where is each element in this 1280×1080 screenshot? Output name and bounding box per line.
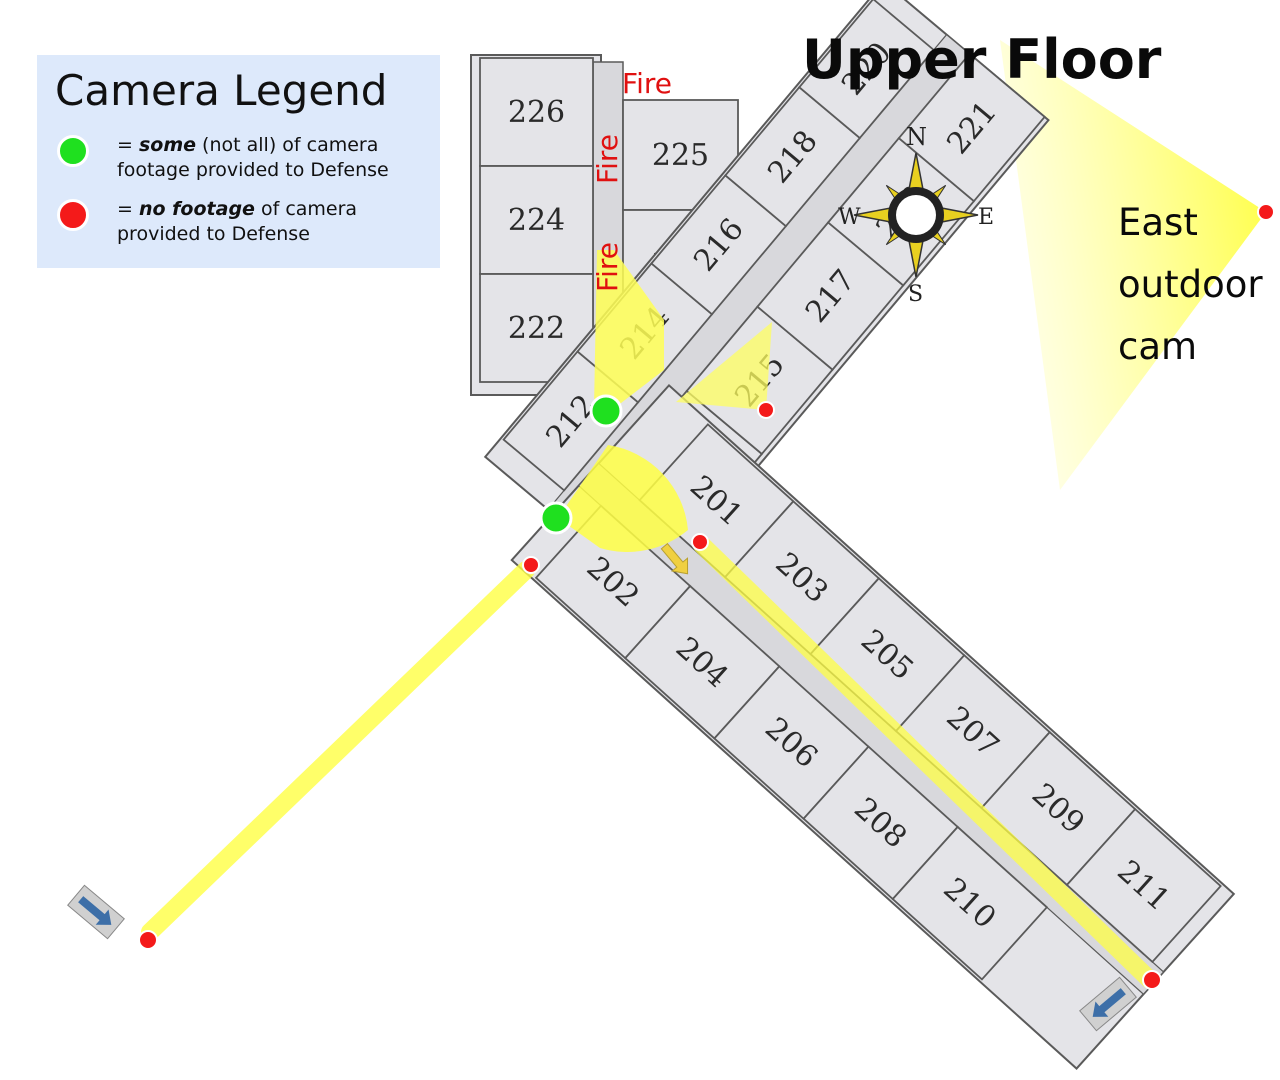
red-camera-icon: [57, 199, 89, 231]
room-number-225: 225: [652, 138, 709, 173]
room-221: [897, 52, 1046, 203]
legend-row-green: = some (not all) of camera footage provi…: [53, 133, 424, 183]
room-210: [891, 825, 1049, 981]
fire-label-lower: Fire: [591, 242, 624, 292]
hub-camera-coverage: [558, 445, 688, 552]
east-outdoor-cam-label: East outdoor cam: [1118, 192, 1263, 378]
east-outdoor-cam-coverage: [1000, 40, 1266, 490]
camera-legend: Camera Legend = some (not all) of camera…: [37, 55, 440, 268]
room-224: [479, 165, 594, 275]
legend-red-emph: no footage: [138, 198, 255, 220]
legend-green-rest: (not all) of camera footage provided to …: [117, 134, 389, 181]
room-number-226: 226: [508, 95, 565, 130]
page-title: Upper Floor: [802, 28, 1162, 91]
legend-row-red: = no footage of camera provided to Defen…: [53, 197, 424, 247]
compass-e: E: [978, 205, 994, 230]
west-corridor-coverage: [141, 561, 535, 941]
room-220: [798, 0, 936, 140]
east-exit-arrow-icon: [1079, 976, 1137, 1032]
compass-s: S: [908, 282, 923, 307]
room-number-222: 222: [508, 311, 565, 346]
legend-green-prefix: =: [117, 134, 139, 156]
east-label-line3: cam: [1118, 325, 1198, 368]
room-226: [479, 57, 594, 167]
camera-red-hub-window[interactable]: [757, 401, 775, 419]
camera-red-east-corridor-north[interactable]: [691, 533, 709, 551]
west-exit-arrow-icon: [67, 884, 125, 940]
compass-rose-icon: N S E W: [838, 123, 994, 307]
east-label-line1: East: [1118, 201, 1198, 244]
camera-green-hub[interactable]: [539, 501, 573, 535]
legend-green-emph: some: [138, 134, 197, 156]
legend-red-prefix: =: [117, 198, 139, 220]
room-number-224: 224: [508, 203, 565, 238]
camera-green-north-hub[interactable]: [589, 394, 623, 428]
compass-n: N: [906, 123, 927, 151]
east-label-line2: outdoor: [1118, 263, 1263, 306]
hub-window-cam-coverage: [676, 322, 772, 410]
legend-title: Camera Legend: [55, 66, 388, 115]
camera-red-west-corridor-south[interactable]: [138, 930, 158, 950]
compass-w: W: [838, 205, 861, 230]
camera-red-west-corridor-north[interactable]: [522, 556, 540, 574]
camera-red-east-outdoor[interactable]: [1257, 203, 1275, 221]
east-corridor-coverage: [693, 536, 1159, 989]
legend-red-rest: of camera provided to Defense: [117, 198, 358, 245]
hub-stair-arrow-icon: [660, 542, 689, 575]
camera-red-east-corridor-south[interactable]: [1142, 970, 1162, 990]
room-211: [1065, 807, 1222, 964]
north-corridor-coverage: [594, 250, 664, 410]
green-camera-icon: [57, 135, 89, 167]
fire-label-mid: Fire: [591, 134, 624, 184]
fire-label-top: Fire: [622, 67, 672, 100]
